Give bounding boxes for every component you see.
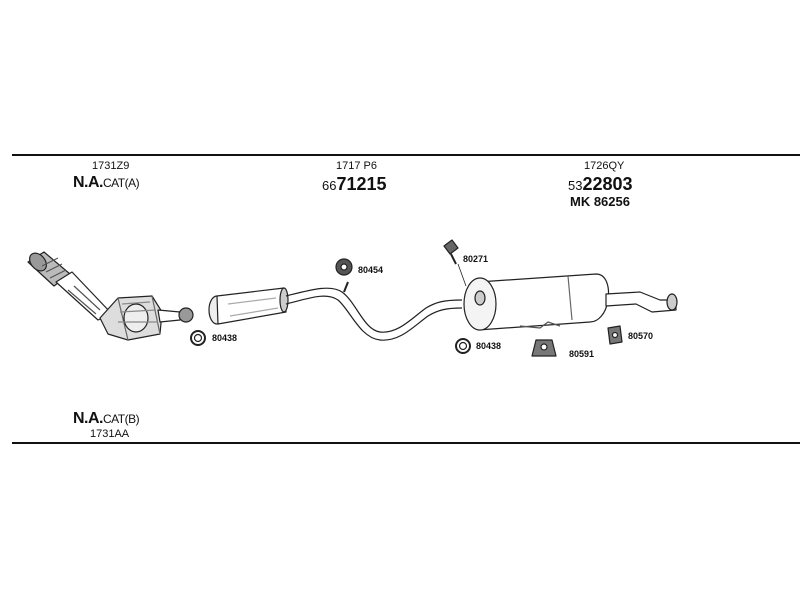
- catalyst-code-a: 1731Z9: [92, 160, 130, 172]
- front-pipe-heatshield: [67, 285, 101, 315]
- part-label-middle-hanger: 80454: [358, 265, 384, 275]
- catalyst-label-a-bold: N.A.: [73, 174, 104, 191]
- rear-muffler-code: 1726QY: [584, 160, 625, 172]
- middle-hanger-icon: [335, 258, 353, 276]
- catalyst-code-b: 1731AA: [90, 428, 130, 440]
- catalyst-label-b-rest: CAT(B): [103, 412, 140, 426]
- catalyst-label-b: N.A.CAT(B): [73, 410, 140, 428]
- intermediate-pipe-edge: [285, 295, 463, 341]
- catalytic-converter: [99, 295, 163, 341]
- rubber-mount-icon: [531, 339, 557, 357]
- part-label-rubber-mount: 80591: [569, 349, 595, 359]
- rear-muffler-number: 5322803: [568, 174, 633, 195]
- bottom-divider: [12, 442, 800, 444]
- rear-muffler-number-prefix: 53: [568, 178, 583, 193]
- front-clamp-icon: [190, 330, 206, 346]
- middle-muffler: [208, 287, 289, 325]
- middle-hanger-pin: [343, 281, 349, 293]
- front-pipe-flange: [27, 251, 71, 287]
- middle-pipe-number-main: 71215: [336, 174, 387, 194]
- rear-muffler-number-main: 22803: [582, 174, 633, 194]
- tail-pipe: [605, 291, 677, 313]
- part-label-rear-clamp: 80438: [476, 341, 502, 351]
- middle-pipe-number-prefix: 66: [322, 178, 337, 193]
- part-label-rubber-mount-2: 80570: [628, 331, 654, 341]
- catalyst-flange: [178, 307, 194, 323]
- part-label-front-clamp: 80438: [212, 333, 238, 343]
- rear-clamp-icon: [455, 338, 471, 354]
- catalyst-label-a-rest: CAT(A): [103, 176, 140, 190]
- bolt-leader-line: [457, 263, 467, 287]
- top-divider: [12, 154, 800, 156]
- middle-pipe-code: 1717 P6: [336, 160, 377, 172]
- tail-pipe-end: [666, 293, 678, 311]
- rubber-mount-2-icon: [607, 325, 623, 345]
- rear-muffler-extra: MK 86256: [570, 194, 630, 209]
- intermediate-pipe: [285, 287, 463, 333]
- middle-pipe-number: 6671215: [322, 174, 387, 195]
- catalyst-label-a: N.A.CAT(A): [73, 174, 140, 192]
- catalyst-outlet: [157, 309, 181, 323]
- bolt-icon: [443, 239, 459, 265]
- rear-muffler: [463, 273, 610, 331]
- part-label-bolt: 80271: [463, 254, 489, 264]
- catalyst-label-b-bold: N.A.: [73, 410, 104, 427]
